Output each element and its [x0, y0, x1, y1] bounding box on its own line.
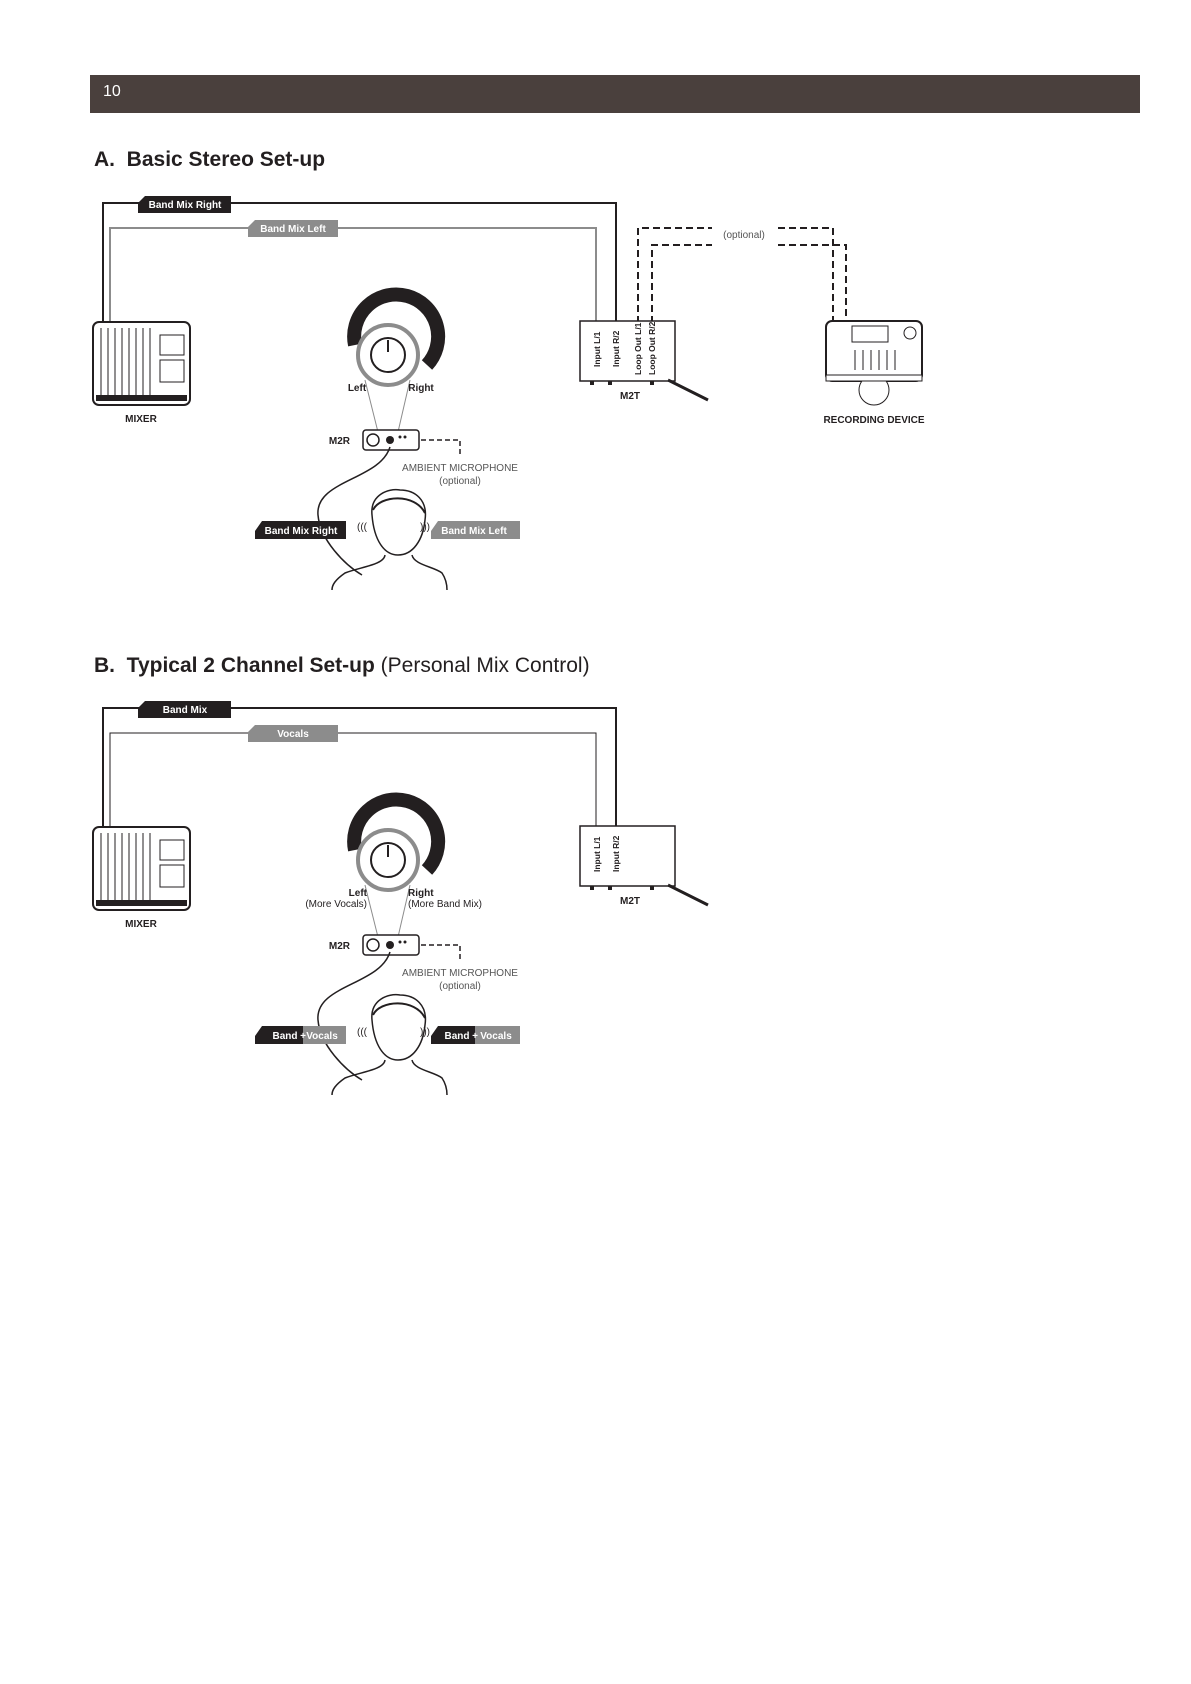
mixer-label: MIXER [125, 919, 157, 930]
knob-left-label: Left [349, 888, 368, 899]
sound-waves-left: ((( [357, 522, 368, 533]
transmitter-label: M2T [620, 896, 640, 907]
knob-right-sub: (More Band Mix) [408, 899, 482, 910]
recording-device-icon [825, 320, 923, 406]
receiver-label: M2R [329, 941, 351, 952]
svg-text:Band Mix Right: Band Mix Right [149, 200, 222, 211]
optional-label: (optional) [723, 230, 765, 241]
tag-ear-left: Band Mix Right [255, 521, 346, 539]
stereo-setup-diagram: Band Mix Right Band Mix Left (optional) … [92, 196, 925, 591]
section-b-prefix: B. [94, 654, 115, 677]
port-input-r2: Input R/2 [611, 330, 621, 367]
ambient-mic-optional: (optional) [439, 476, 481, 487]
earphone-cable [317, 951, 391, 1081]
tag-band-mix-right: Band Mix Right [138, 196, 231, 213]
mixer-icon [92, 826, 191, 911]
volume-knob-icon [347, 287, 446, 433]
svg-text:Band Mix: Band Mix [163, 705, 208, 716]
two-channel-setup-diagram: Band Mix Vocals MIXER Left (More Vocals)… [92, 701, 709, 1096]
ambient-mic-link [421, 944, 461, 962]
tag-band-mix-left: Band Mix Left [248, 220, 338, 237]
section-b-title: B. Typical 2 Channel Set-up (Personal Mi… [94, 654, 590, 678]
tag-vocals: Vocals [248, 725, 338, 742]
svg-text:Band Mix Left: Band Mix Left [260, 224, 326, 235]
svg-text:+: + [472, 1031, 478, 1042]
transmitter-icon [579, 320, 709, 402]
tag-ear-right: Band Mix Left [431, 521, 520, 539]
knob-left-label: Left [348, 383, 367, 394]
svg-text:+: + [300, 1031, 306, 1042]
svg-text:Vocals: Vocals [480, 1031, 512, 1042]
section-a-title: A. Basic Stereo Set-up [94, 148, 325, 172]
page-number: 10 [103, 83, 121, 100]
cable-band-mix [102, 707, 617, 828]
section-b-title-text: Typical 2 Channel Set-up [126, 654, 375, 677]
section-a-prefix: A. [94, 148, 115, 171]
ambient-mic-label: AMBIENT MICROPHONE [402, 968, 518, 979]
svg-text:Vocals: Vocals [277, 729, 309, 740]
receiver-icon [362, 429, 420, 451]
cable-band-mix-right [102, 202, 617, 323]
port-input-r2: Input R/2 [611, 835, 621, 872]
svg-text:Band Mix Right: Band Mix Right [265, 526, 338, 537]
svg-text:Band: Band [273, 1031, 298, 1042]
tag-ear-right: Band + Vocals [431, 1026, 520, 1044]
knob-left-sub: (More Vocals) [305, 899, 367, 910]
optional-loop-links [637, 227, 847, 323]
mixer-icon [92, 321, 191, 406]
receiver-icon [362, 934, 420, 956]
port-input-l1: Input L/1 [592, 331, 602, 367]
receiver-label: M2R [329, 436, 351, 447]
svg-text:Vocals: Vocals [306, 1031, 338, 1042]
cable-band-mix-left [109, 227, 597, 323]
port-input-l1: Input L/1 [592, 836, 602, 872]
ambient-mic-link [421, 439, 461, 457]
port-loop-out-l1: Loop Out L/1 [633, 322, 643, 375]
sound-waves-left: ((( [357, 1027, 368, 1038]
ambient-mic-label: AMBIENT MICROPHONE [402, 463, 518, 474]
svg-text:Band Mix Left: Band Mix Left [441, 526, 507, 537]
transmitter-label: M2T [620, 391, 640, 402]
svg-text:Band: Band [445, 1031, 470, 1042]
listener-head-icon [331, 993, 448, 1096]
header-bar: 10 [90, 75, 1140, 113]
volume-knob-icon [347, 792, 446, 938]
recording-device-label: RECORDING DEVICE [823, 415, 924, 426]
knob-right-label: Right [408, 888, 434, 899]
listener-head-icon [331, 488, 448, 591]
port-loop-out-r2: Loop Out R/2 [647, 321, 657, 375]
mixer-label: MIXER [125, 414, 157, 425]
earphone-cable [317, 446, 391, 576]
sound-waves-right: ))) [420, 522, 430, 533]
knob-right-label: Right [408, 383, 434, 394]
section-a-title-text: Basic Stereo Set-up [126, 148, 326, 171]
sound-waves-right: ))) [420, 1027, 430, 1038]
transmitter-icon [579, 825, 709, 907]
tag-band-mix: Band Mix [138, 701, 231, 718]
tag-ear-left: Band + Vocals [255, 1026, 346, 1044]
ambient-mic-optional: (optional) [439, 981, 481, 992]
cable-vocals [109, 732, 597, 828]
section-b-title-suffix: (Personal Mix Control) [380, 654, 590, 677]
